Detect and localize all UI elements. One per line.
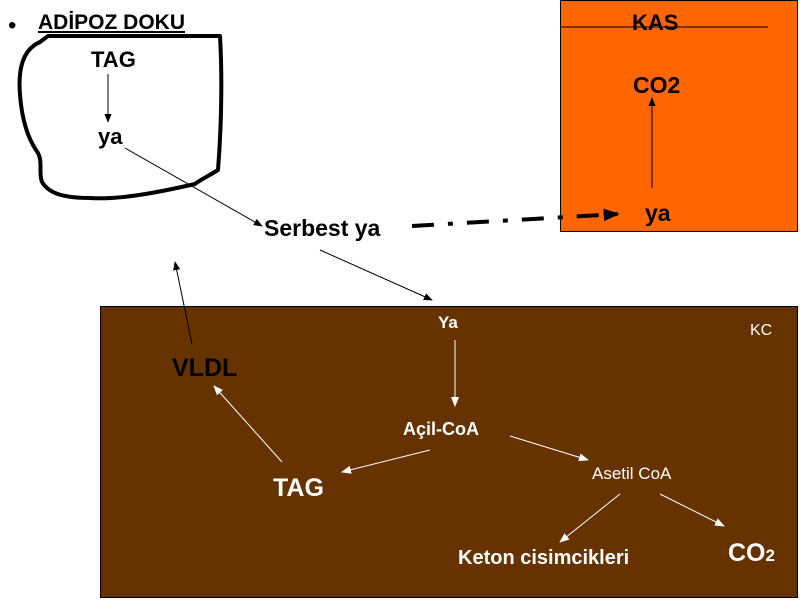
arrow-free-fa-to-muscle bbox=[411, 208, 620, 228]
adipose-outline bbox=[17, 34, 224, 201]
liver-tag-label: TAG bbox=[273, 474, 324, 502]
arrow-acetyl-to-ketone bbox=[559, 493, 621, 543]
liver-code-label: KC bbox=[750, 322, 773, 339]
liver-box bbox=[100, 306, 798, 598]
adipose-fa-label: ya bbox=[98, 124, 123, 149]
arrow-acyl-to-acetyl bbox=[509, 435, 589, 462]
liver-co2-sub: 2 bbox=[765, 546, 775, 565]
liver-fa-label: Ya bbox=[438, 313, 458, 332]
liver-co2-main: CO bbox=[728, 539, 766, 567]
arrow-tag-to-vldl bbox=[213, 385, 283, 463]
muscle-fa-label: ya bbox=[645, 200, 671, 226]
muscle-box bbox=[560, 0, 798, 232]
arrow-vldl-to-blood bbox=[173, 261, 193, 345]
ketone-bodies-label: Keton cisimcikleri bbox=[458, 547, 630, 569]
arrow-acyl-to-tag bbox=[341, 449, 431, 474]
muscle-title: KAS bbox=[632, 10, 679, 35]
muscle-co2-label: CO2 bbox=[633, 72, 681, 98]
acyl-coa-label: Açil-CoA bbox=[403, 419, 479, 439]
arrow-free-fa-to-liver bbox=[319, 249, 433, 301]
arrow-fa-to-free-fa bbox=[124, 147, 263, 227]
free-fa-label: Serbest ya bbox=[264, 215, 381, 241]
adipose-tag-label: TAG bbox=[91, 47, 136, 72]
arrow-acetyl-to-co2 bbox=[659, 493, 725, 527]
vldl-label: VLDL bbox=[172, 354, 238, 382]
liver-co2-label: CO2 bbox=[728, 541, 775, 566]
acetyl-coa-label: Asetil CoA bbox=[592, 464, 672, 483]
adipose-title: ADİPOZ DOKU bbox=[38, 11, 185, 34]
bullet-point: • bbox=[8, 12, 17, 39]
